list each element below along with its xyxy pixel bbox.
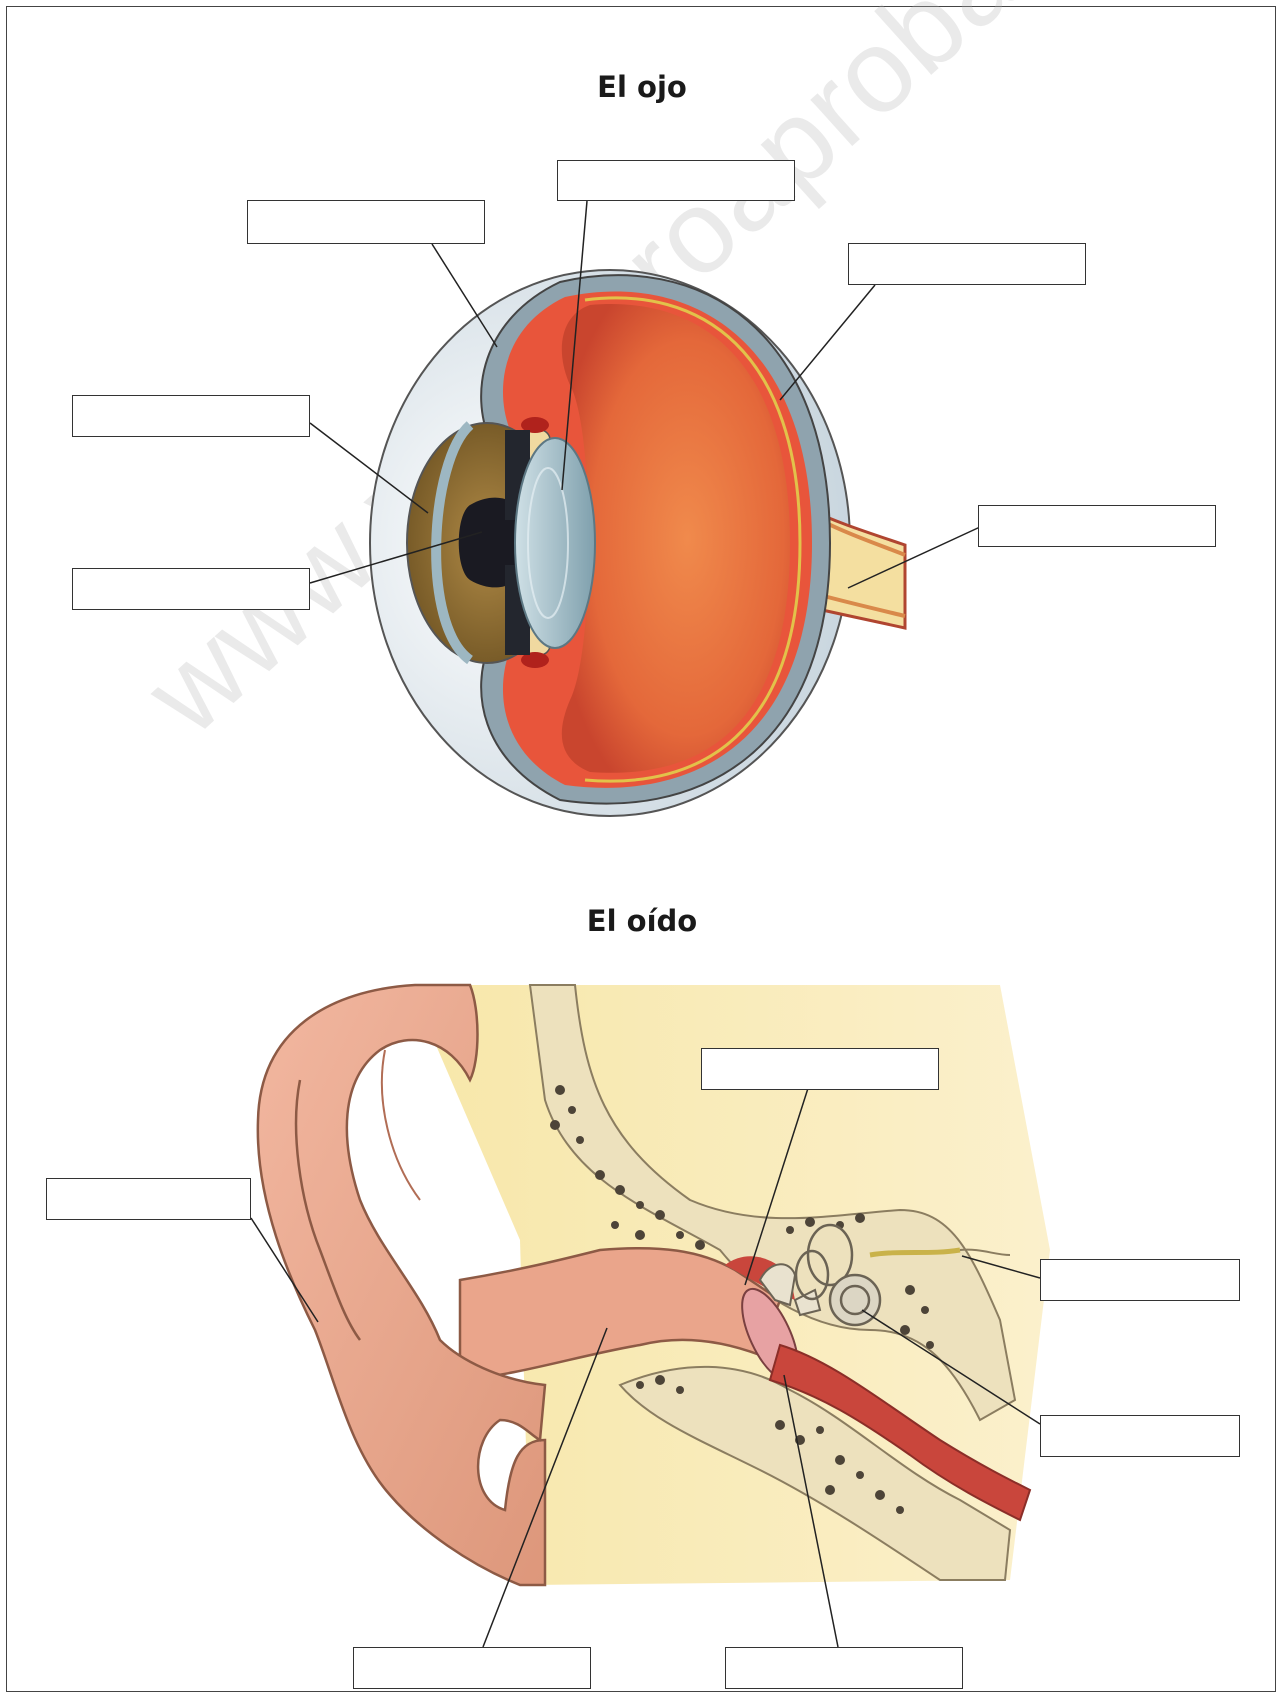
eye-label-pupil[interactable] bbox=[72, 568, 310, 610]
ear-label-middle-ear[interactable] bbox=[701, 1048, 939, 1090]
ear-label-auditory-nerve[interactable] bbox=[1040, 1259, 1240, 1301]
eye-label-optic-nerve[interactable] bbox=[978, 505, 1216, 547]
eye-label-retina[interactable] bbox=[848, 243, 1086, 285]
ear-label-pinna[interactable] bbox=[46, 1178, 251, 1220]
eye-label-iris[interactable] bbox=[72, 395, 310, 437]
ear-label-cochlea[interactable] bbox=[1040, 1415, 1240, 1457]
eye-label-sclera[interactable] bbox=[247, 200, 485, 244]
ear-label-auditory-canal[interactable] bbox=[353, 1647, 591, 1689]
eye-label-lens[interactable] bbox=[557, 160, 795, 201]
ear-label-eardrum[interactable] bbox=[725, 1647, 963, 1689]
